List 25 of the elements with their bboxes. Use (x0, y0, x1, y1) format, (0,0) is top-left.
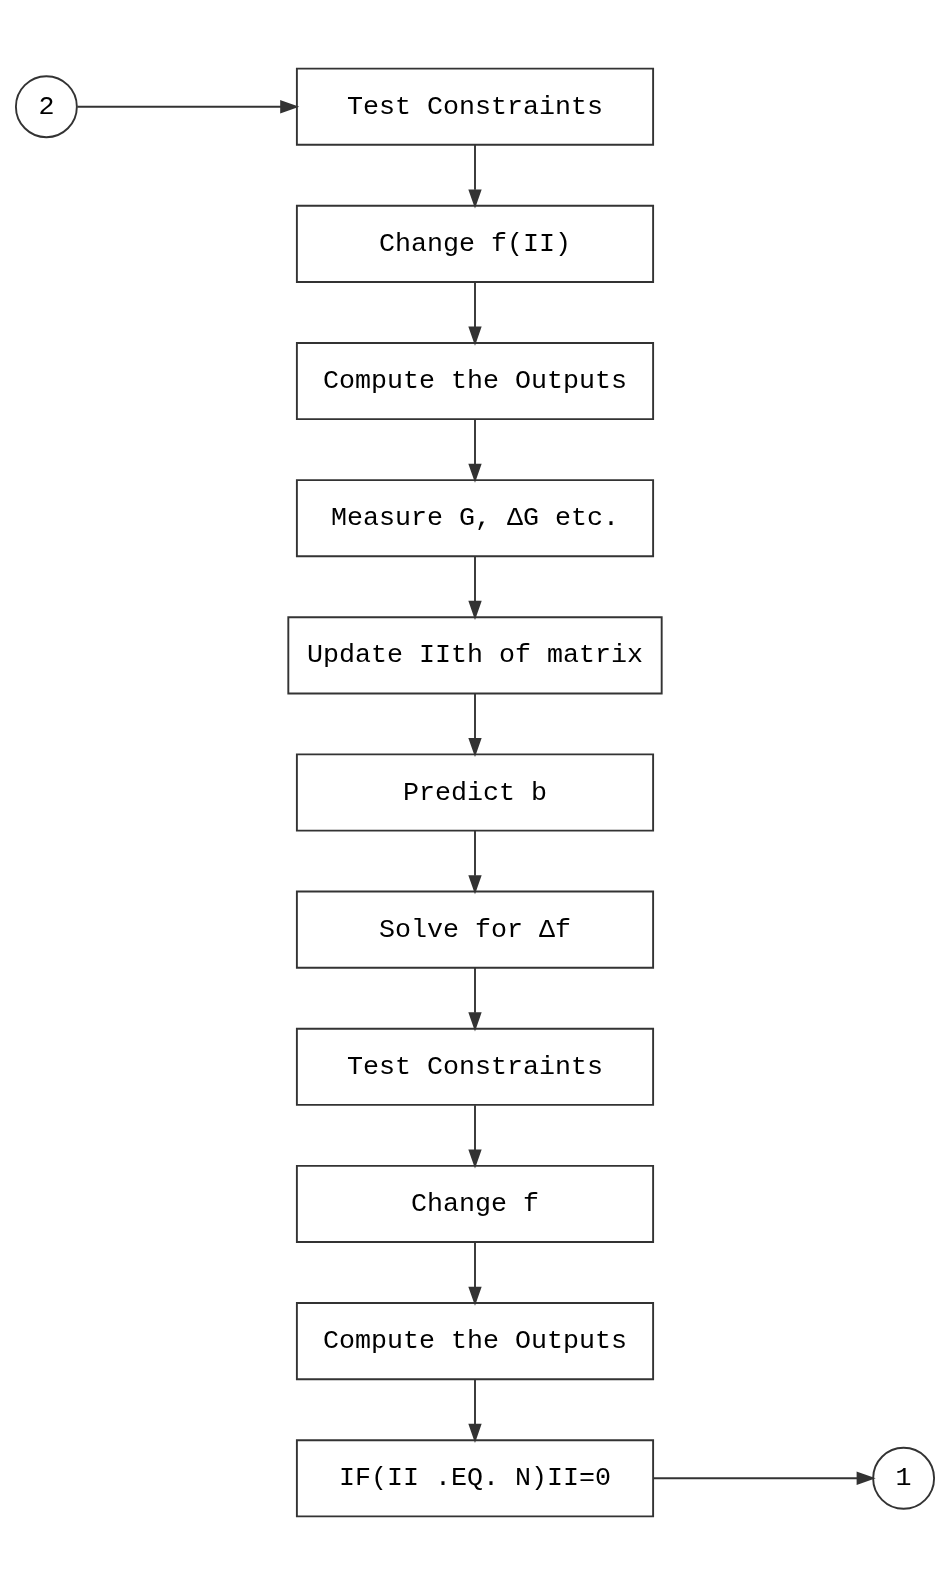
node-box: Test Constraints (295, 1027, 655, 1106)
arrow (468, 555, 482, 620)
node-circle: 1 (872, 1446, 936, 1510)
arrow (468, 1240, 482, 1306)
node-box: Measure G, ΔG etc. (295, 478, 655, 557)
arrow (76, 99, 300, 113)
node-box: Change f (295, 1164, 655, 1243)
node-box: Predict b (295, 752, 655, 832)
node-box: Compute the Outputs (295, 341, 655, 420)
node-circle: 2 (14, 74, 78, 138)
arrow (468, 966, 482, 1031)
node-box: IF(II .EQ. N)II=0 (295, 1438, 655, 1517)
arrow (468, 1378, 482, 1443)
node-box: Solve for Δf (295, 890, 655, 969)
arrow (652, 1471, 876, 1485)
arrow (468, 1103, 482, 1169)
node-box: Compute the Outputs (295, 1301, 655, 1380)
arrow (468, 143, 482, 208)
node-box: Update IIth of matrix (287, 615, 663, 694)
node-box: Test Constraints (295, 67, 655, 146)
arrow (468, 692, 482, 757)
arrow (468, 417, 482, 483)
arrow (468, 829, 482, 894)
node-box: Change f(II) (295, 204, 655, 283)
arrow (468, 280, 482, 346)
